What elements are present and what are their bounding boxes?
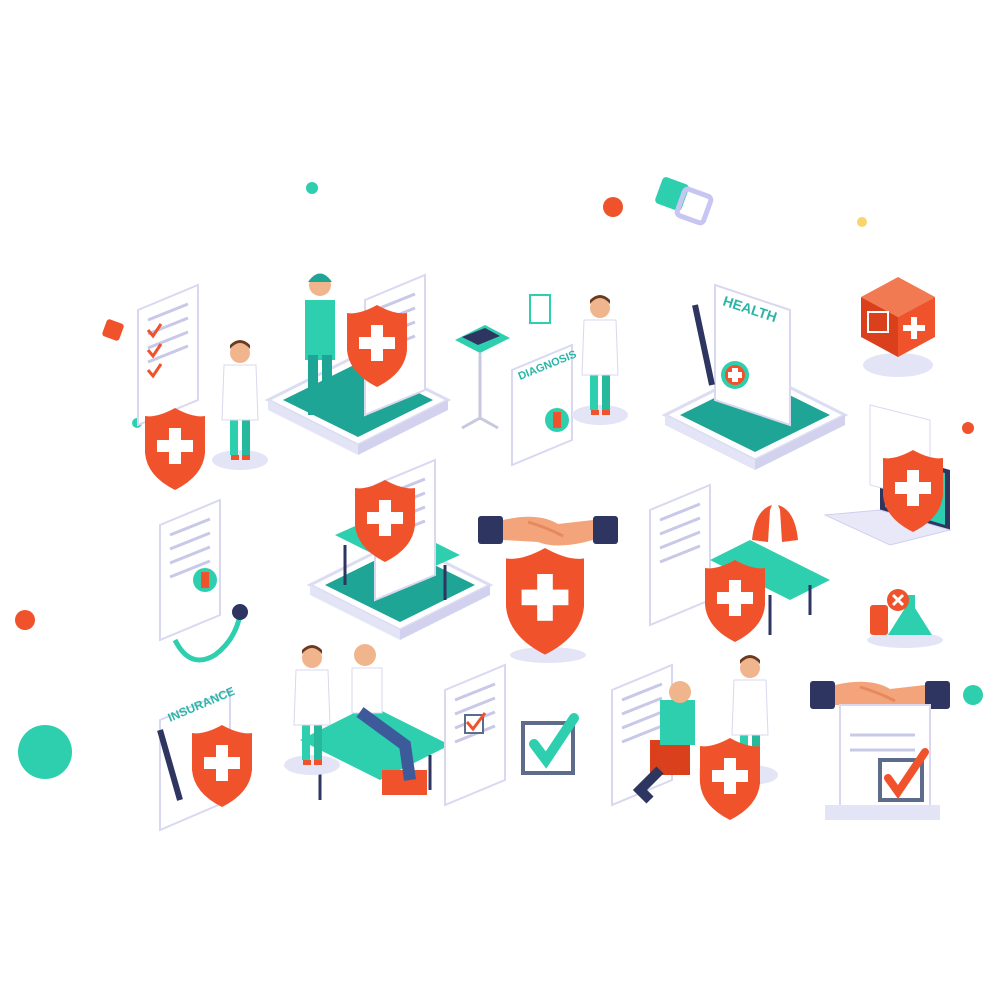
vaccination-scene — [300, 644, 450, 800]
teal-dot — [963, 685, 983, 705]
handshake-icon — [476, 514, 620, 548]
orange-dot — [962, 422, 974, 434]
large-shield-icon — [506, 548, 584, 655]
checklist-document — [136, 283, 200, 427]
clipboard-icon — [529, 294, 551, 324]
surgeon-figure — [305, 273, 335, 415]
large-teal-dot — [18, 725, 72, 779]
patient-in-wheelchair — [632, 681, 695, 804]
lab-flasks-icon — [867, 589, 943, 648]
lungs-icon — [752, 505, 798, 542]
medical-monitor-stand — [455, 325, 510, 430]
stretcher-icon — [710, 540, 830, 635]
checklist-document — [443, 663, 507, 807]
orange-dot — [15, 610, 35, 630]
yellow-dot — [857, 217, 867, 227]
pen-icon — [692, 304, 715, 386]
teal-dot — [306, 182, 318, 194]
diagnosis-document: DIAGNOSIS — [511, 343, 578, 467]
pen-icon — [157, 729, 183, 801]
document — [648, 483, 712, 627]
orange-square-icon — [102, 319, 124, 341]
stethoscope-icon — [172, 614, 243, 663]
agreement-document — [825, 704, 940, 820]
orange-dot — [603, 197, 623, 217]
shield-icon — [145, 408, 205, 490]
doctor-with-clipboard — [571, 294, 629, 426]
shield-icon — [700, 738, 760, 820]
doctor-figure — [211, 339, 269, 471]
floating-squares-icon — [655, 177, 714, 226]
health-document: HEALTH — [714, 283, 791, 427]
calendar-cube-icon — [861, 277, 935, 377]
shield-icon — [705, 560, 765, 642]
checkbox-checked-icon — [523, 718, 574, 773]
